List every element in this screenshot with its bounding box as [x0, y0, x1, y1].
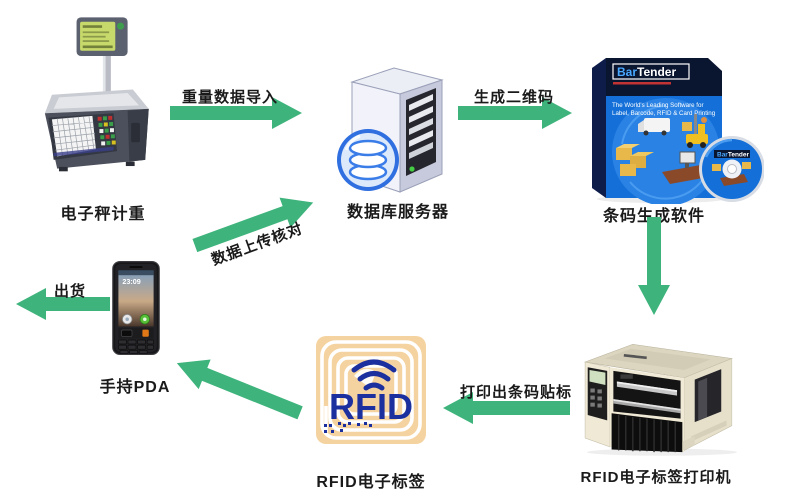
software-box-illustration: BarTender The World's Leading Software f… — [592, 58, 764, 204]
rfid-tag-illustration: RFID — [316, 336, 426, 444]
arrow-tag-to-pda-icon — [176, 359, 303, 420]
printer-illustration — [584, 344, 738, 456]
database-icon — [337, 129, 399, 191]
electronic-scale — [22, 8, 154, 178]
software-label: 条码生成软件 — [602, 208, 705, 225]
server-label: 数据库服务器 — [346, 204, 449, 221]
rfid-antenna-coil — [320, 340, 422, 440]
arrow-generate-qr-right-icon — [458, 97, 572, 129]
arrow-weight-import-right-icon — [170, 97, 302, 129]
arrow-software-to-printer-down-icon — [638, 217, 670, 315]
pda-illustration: 23:09 — [112, 261, 160, 355]
pda-app-icon — [142, 329, 149, 337]
rfid-printer — [578, 321, 746, 464]
server-power-led — [409, 166, 415, 172]
cd-disc: BarTender — [699, 136, 764, 202]
arrow-data-upload-icon — [192, 197, 314, 253]
box-tagline-1: The World's Leading Software for — [612, 102, 704, 109]
arrow-print-label-label: 打印出条码贴标 — [459, 384, 572, 401]
scale-function-keys — [97, 115, 116, 146]
rfid-tag: RFID — [316, 336, 426, 444]
scale-label: 电子秤计重 — [60, 206, 146, 223]
printer-control-panel — [587, 367, 608, 421]
electronic-scale-illustration — [44, 17, 149, 172]
rfid-dot-code — [324, 422, 372, 433]
arrow-print-label-left-icon — [443, 392, 570, 424]
box-tagline-2: Label, Barcode, RFID & Card Printing — [612, 110, 716, 117]
pda-keypad — [118, 339, 154, 354]
handheld-pda: 23:09 — [112, 254, 160, 362]
database-server-illustration — [337, 67, 444, 193]
database-server — [328, 58, 456, 196]
printer-label: RFID电子标签打印机 — [580, 469, 732, 486]
pda-clock: 23:09 — [122, 277, 140, 286]
pda-label: 手持PDA — [99, 379, 171, 396]
arrow-shipment-label: 出货 — [53, 283, 86, 300]
wifi-signal-icon — [351, 359, 397, 391]
bartender-logo: BarTender — [617, 65, 676, 79]
arrow-shipment-left-icon — [16, 288, 110, 320]
rfid-tag-text: RFID — [329, 386, 413, 427]
svg-text:BarTender: BarTender — [717, 152, 750, 159]
arrow-weight-import-label: 重量数据导入 — [181, 89, 278, 106]
arrow-generate-qr-label: 生成二维码 — [473, 89, 554, 106]
barcode-software: BarTender The World's Leading Software f… — [586, 52, 764, 204]
tag-label: RFID电子标签 — [316, 474, 426, 491]
